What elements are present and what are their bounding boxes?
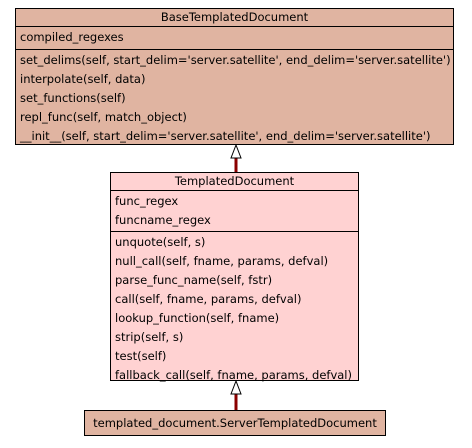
class-name: templated_document.ServerTemplatedDocume… xyxy=(93,416,377,430)
method: strip(self, s) xyxy=(115,330,184,344)
attribute: func_regex xyxy=(115,194,179,208)
method: set_functions(self) xyxy=(20,91,126,105)
method-section: set_delims(self, start_delim='server.sat… xyxy=(16,50,453,148)
attribute: funcname_regex xyxy=(115,213,211,227)
class-name: TemplatedDocument xyxy=(111,173,358,191)
method: __init__(self, start_delim='server.satel… xyxy=(20,129,431,143)
class-templated-document[interactable]: TemplatedDocument func_regex funcname_re… xyxy=(110,172,359,382)
method: repl_func(self, match_object) xyxy=(20,110,187,124)
method: call(self, fname, params, defval) xyxy=(115,292,302,306)
method: parse_func_name(self, fstr) xyxy=(115,273,273,287)
method: interpolate(self, data) xyxy=(20,72,146,86)
method: lookup_function(self, fname) xyxy=(115,311,280,325)
inheritance-arrowhead-templated xyxy=(230,379,242,395)
class-server-templated-document[interactable]: templated_document.ServerTemplatedDocume… xyxy=(84,410,386,436)
attribute-section: func_regex funcname_regex xyxy=(111,191,358,232)
method: unquote(self, s) xyxy=(115,235,206,249)
class-base-templated-document[interactable]: BaseTemplatedDocument compiled_regexes s… xyxy=(15,8,454,145)
class-name: BaseTemplatedDocument xyxy=(16,9,453,27)
attribute-section: compiled_regexes xyxy=(16,27,453,50)
method: null_call(self, fname, params, defval) xyxy=(115,254,329,268)
method: test(self) xyxy=(115,349,167,363)
method: fallback_call(self, fname, params, defva… xyxy=(115,368,352,382)
method: set_delims(self, start_delim='server.sat… xyxy=(20,53,451,67)
inheritance-arrowhead-base xyxy=(230,143,242,159)
attribute: compiled_regexes xyxy=(20,30,124,44)
method-section: unquote(self, s) null_call(self, fname, … xyxy=(111,232,358,386)
